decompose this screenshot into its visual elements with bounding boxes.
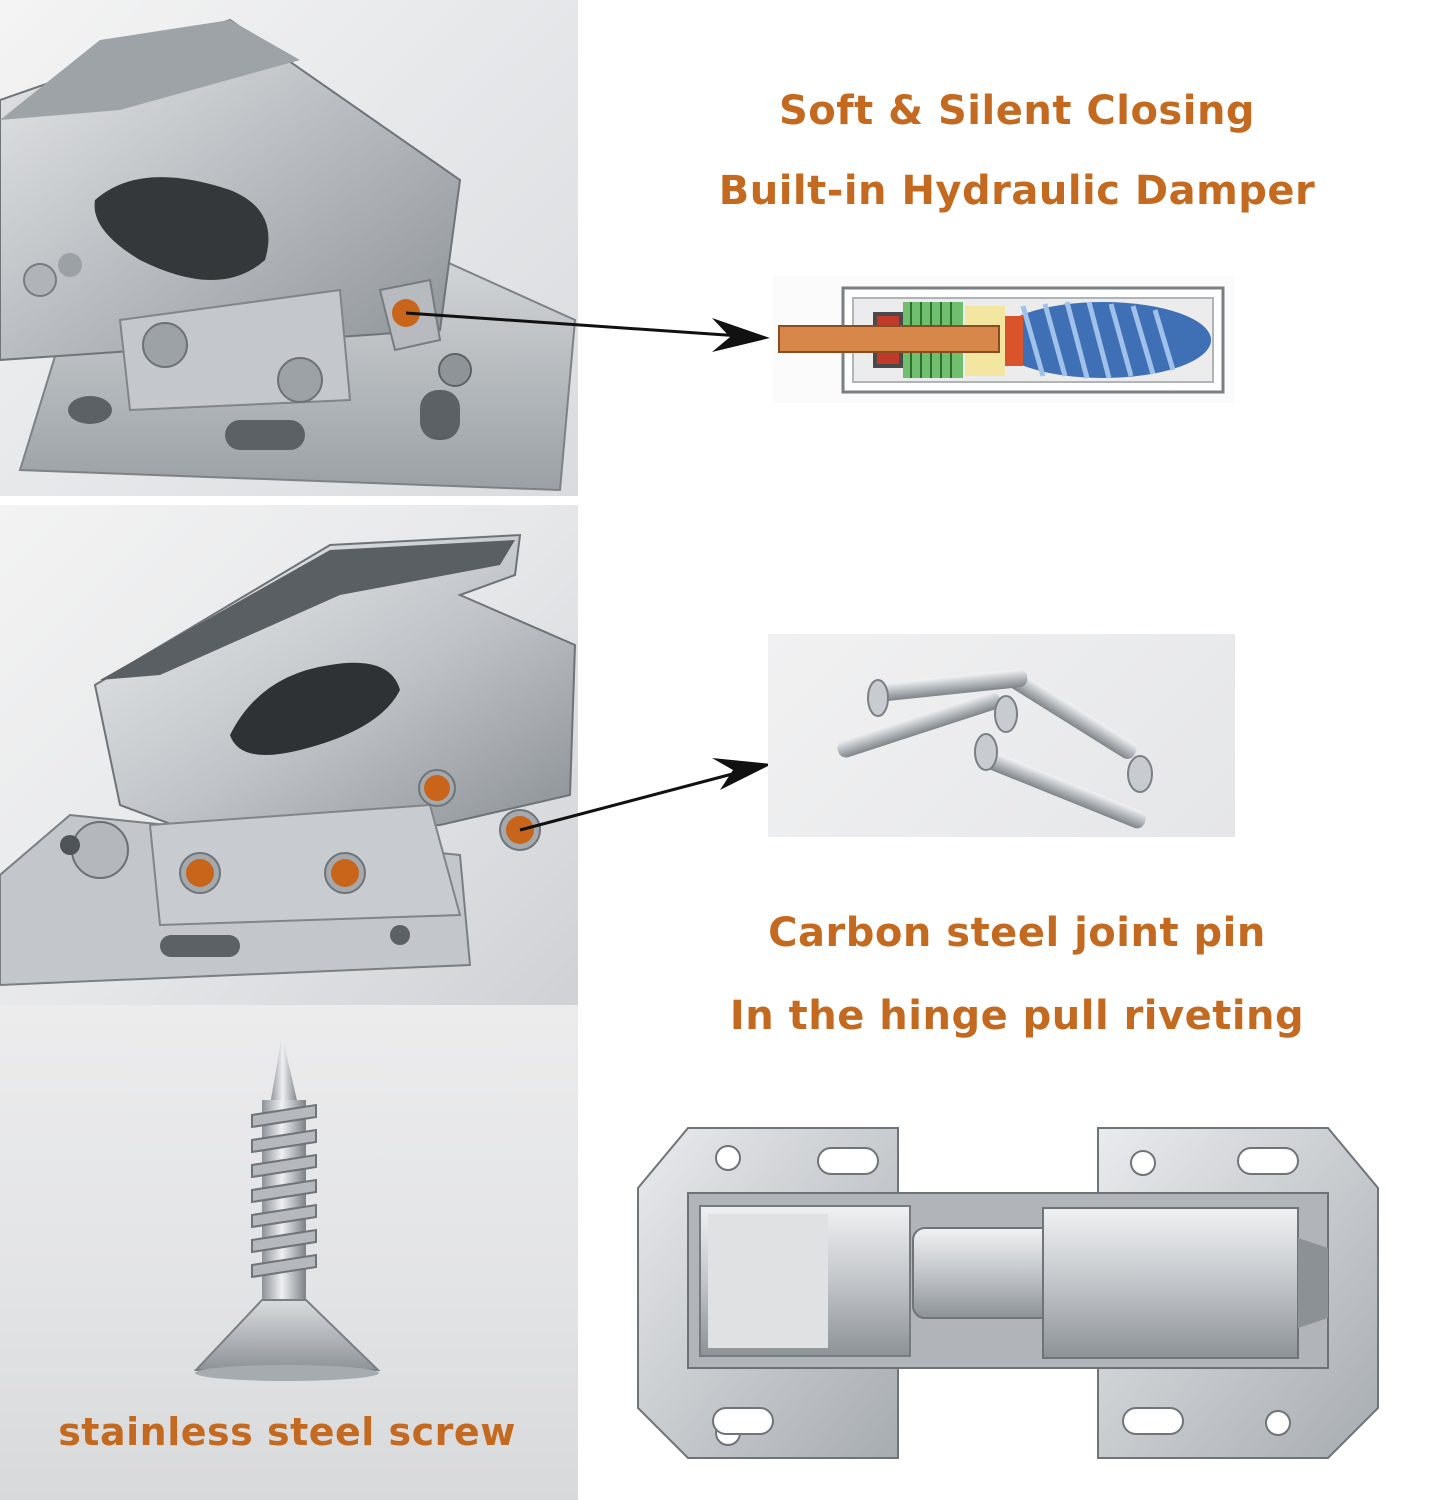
hinge-photo-icon: [0, 533, 577, 987]
damper-cutaway-icon: [778, 286, 1225, 394]
open-hinge-photo: [628, 1118, 1388, 1473]
open-hinge-icon: [637, 1127, 1379, 1459]
damper-arrow: [405, 311, 756, 339]
hinge-damper-photo: [0, 0, 578, 496]
pin-arrow: [519, 766, 756, 832]
hinge-photo-icon: [0, 18, 577, 492]
headline-pull-riveting: In the hinge pull riveting: [729, 993, 1305, 1039]
damper-cutaway-diagram: [773, 276, 1234, 403]
wood-screw-icon: [193, 1035, 381, 1381]
rivet-marker-dot: [186, 859, 214, 887]
hinge-rivet-photo: [0, 505, 578, 1005]
arrow-head-icon: [712, 318, 770, 352]
headline-soft-closing: Soft & Silent Closing: [778, 88, 1256, 134]
headline-joint-pin: Carbon steel joint pin: [768, 910, 1266, 956]
arrow-head-icon: [712, 758, 772, 790]
rivet-marker-dot: [424, 775, 450, 801]
headline-hydraulic-damper: Built-in Hydraulic Damper: [718, 168, 1316, 214]
screw-panel: [0, 1005, 578, 1500]
rivet-pins-photo: [768, 634, 1235, 837]
screw-caption: stainless steel screw: [58, 1410, 516, 1454]
rivet-pins-icon: [837, 669, 1153, 829]
rivet-marker-dot: [331, 859, 359, 887]
